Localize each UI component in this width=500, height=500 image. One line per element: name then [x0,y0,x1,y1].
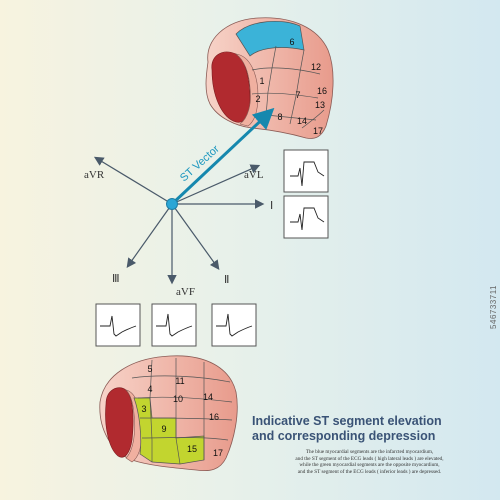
bottom-seg-14: 14 [203,392,213,402]
top-seg-2: 2 [255,94,260,104]
title-line-2: and corresponding depression [252,429,436,443]
diagram-title: Indicative ST segment elevation and corr… [252,414,492,444]
lead-ii-label: Ⅱ [224,274,229,286]
top-seg-14: 14 [297,116,307,126]
bottom-heart-illustration: 3 4 5 9 10 11 14 15 16 17 [99,355,238,472]
bottom-seg-3: 3 [141,404,146,414]
desc-line-3: while the green myocardial segments are … [299,462,440,469]
top-seg-13: 13 [315,100,325,110]
lead-i-label: Ⅰ [270,200,273,212]
bottom-seg-15: 15 [187,444,197,454]
top-seg-16: 16 [317,86,327,96]
top-heart-illustration: 1 2 6 7 8 12 13 14 16 17 [205,17,334,139]
top-seg-17: 17 [313,126,323,136]
lead-avr-label: aVR [84,169,105,181]
diagram-description: The blue myocardial segments are the inf… [247,449,492,475]
ecg-iii-box [95,303,141,347]
lead-iii-label: Ⅲ [112,273,120,285]
desc-line-2: and the ST segment of the ECG leads ( hi… [295,455,444,462]
lead-avl-label: aVL [244,169,264,181]
top-seg-6: 6 [289,37,294,47]
ecg-avf-box [151,303,197,347]
bottom-seg-9: 9 [161,424,166,434]
top-seg-1: 1 [259,76,264,86]
ecg-ii-box [211,303,257,347]
top-seg-8: 8 [277,112,282,122]
stock-id-label: 546733711 [489,285,498,329]
desc-line-4: and the ST segment of the ECG leads ( in… [297,468,442,475]
top-seg-12: 12 [311,62,321,72]
top-seg-7: 7 [295,90,300,100]
bottom-seg-4: 4 [147,384,152,394]
bottom-seg-11: 11 [175,376,184,386]
lead-avf-label: aVF [176,286,195,298]
title-line-1: Indicative ST segment elevation [252,414,442,428]
ecg-i-box [283,195,329,239]
bottom-seg-16: 16 [209,412,219,422]
bottom-seg-5: 5 [147,364,152,374]
lead-axis-system: ST Vector [93,107,275,285]
ecg-avl-box [283,149,329,193]
bottom-seg-17: 17 [213,448,223,458]
desc-line-1: The blue myocardial segments are the inf… [305,449,434,455]
bottom-seg-10: 10 [173,394,183,404]
